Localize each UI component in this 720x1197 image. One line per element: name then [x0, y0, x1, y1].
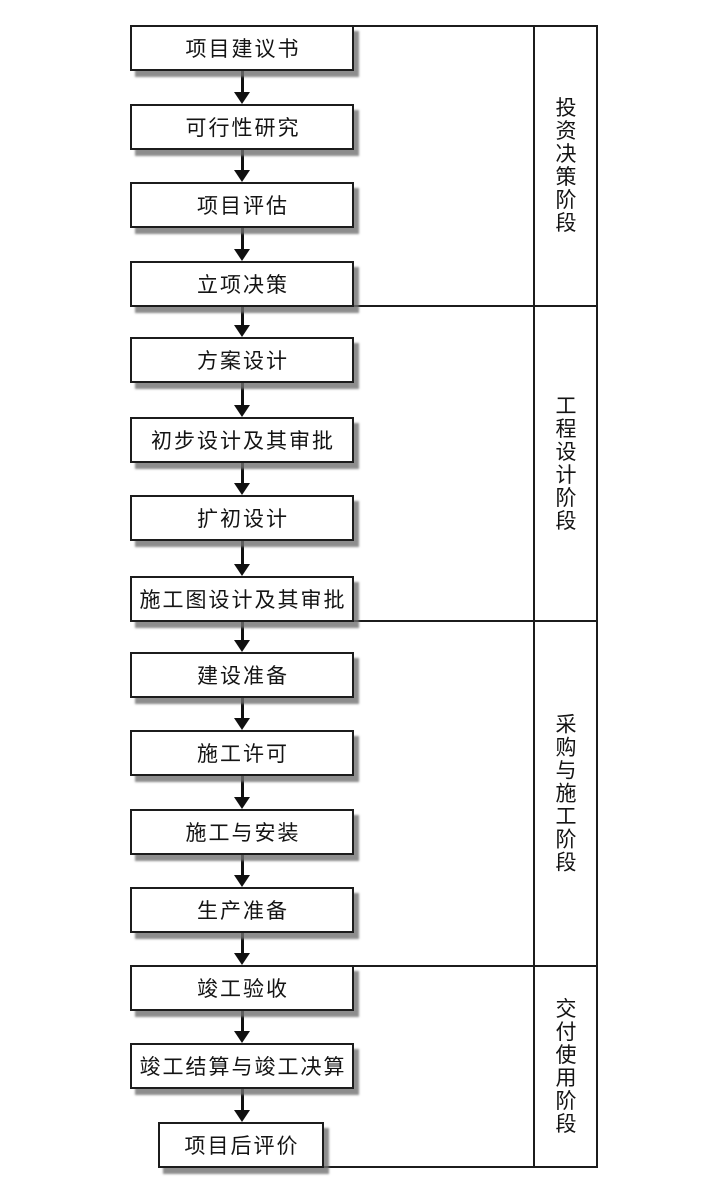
flow-step-label: 建设准备: [197, 664, 289, 688]
flow-step-preliminary-design-approval: 初步设计及其审批: [130, 417, 354, 463]
arrow-down-icon: [227, 541, 259, 576]
flow-step-production-preparation: 生产准备: [130, 887, 354, 933]
arrow-down-icon: [227, 71, 259, 104]
flow-step-label: 项目评估: [197, 194, 289, 218]
arrow-head: [234, 92, 250, 104]
phase-column-bottom-border: [322, 1166, 598, 1168]
phase-divider-investment-design: [354, 305, 598, 307]
phase-label-investment-decision: 投资决策阶段: [555, 96, 577, 235]
flow-step-label: 立项决策: [197, 273, 289, 297]
flow-step-label: 扩初设计: [197, 507, 289, 531]
arrow-head: [234, 325, 250, 337]
phase-label-engineering-design: 工程设计阶段: [555, 394, 577, 533]
arrow-head: [234, 405, 250, 417]
arrow-head: [234, 797, 250, 809]
arrow-head: [234, 875, 250, 887]
arrow-shaft: [241, 71, 244, 93]
arrow-down-icon: [227, 228, 259, 261]
phase-label-handover-use: 交付使用阶段: [555, 997, 577, 1136]
arrow-head: [234, 483, 250, 495]
flow-step-label: 可行性研究: [185, 116, 301, 140]
arrow-down-icon: [227, 150, 259, 182]
flow-step-project-evaluation: 项目评估: [130, 182, 354, 228]
flow-step-feasibility-study: 可行性研究: [130, 104, 354, 150]
flow-step-construction-permit: 施工许可: [130, 730, 354, 776]
arrow-shaft: [241, 698, 244, 719]
arrow-shaft: [241, 383, 244, 406]
arrow-head: [234, 1031, 250, 1043]
arrow-down-icon: [227, 622, 259, 652]
arrow-head: [234, 718, 250, 730]
phase-divider-procurement-handover: [354, 965, 598, 967]
phase-column-right-border: [596, 25, 598, 1168]
flow-step-extended-preliminary-design: 扩初设计: [130, 495, 354, 541]
flow-step-label: 施工许可: [197, 742, 289, 766]
phase-label-procurement-construction: 采购与施工阶段: [555, 712, 577, 875]
flow-step-label: 施工图设计及其审批: [139, 588, 347, 612]
arrow-shaft: [241, 1089, 244, 1111]
arrow-shaft: [241, 307, 244, 326]
arrow-shaft: [241, 150, 244, 171]
flow-step-label: 方案设计: [197, 349, 289, 373]
flow-step-label: 竣工结算与竣工决算: [139, 1055, 347, 1079]
arrow-down-icon: [227, 307, 259, 337]
arrow-shaft: [241, 933, 244, 954]
arrow-shaft: [241, 463, 244, 484]
phase-column-left-border: [533, 25, 535, 1168]
arrow-shaft: [241, 541, 244, 565]
arrow-down-icon: [227, 1011, 259, 1043]
flow-step-schematic-design: 方案设计: [130, 337, 354, 383]
flow-step-project-proposal: 项目建议书: [130, 25, 354, 71]
arrow-head: [234, 564, 250, 576]
arrow-shaft: [241, 1011, 244, 1032]
flow-step-completion-settlement: 竣工结算与竣工决算: [130, 1043, 354, 1089]
flow-step-label: 施工与安装: [185, 821, 301, 845]
arrow-head: [234, 640, 250, 652]
phase-column-top-border: [354, 25, 598, 27]
phase-divider-design-procurement: [354, 620, 598, 622]
arrow-down-icon: [227, 776, 259, 809]
flow-step-post-project-evaluation: 项目后评价: [158, 1122, 324, 1168]
arrow-head: [234, 1110, 250, 1122]
flow-step-label: 初步设计及其审批: [151, 429, 335, 453]
arrow-shaft: [241, 776, 244, 798]
flow-step-approval-decision: 立项决策: [130, 261, 354, 307]
arrow-shaft: [241, 228, 244, 250]
arrow-down-icon: [227, 698, 259, 730]
arrow-down-icon: [227, 933, 259, 965]
arrow-down-icon: [227, 463, 259, 495]
flow-step-label: 项目后评价: [184, 1134, 300, 1158]
arrow-head: [234, 249, 250, 261]
arrow-down-icon: [227, 383, 259, 417]
flow-step-construction-drawing-approval: 施工图设计及其审批: [130, 576, 354, 622]
arrow-head: [234, 953, 250, 965]
flow-step-construction-preparation: 建设准备: [130, 652, 354, 698]
flow-step-construction-installation: 施工与安装: [130, 809, 354, 855]
arrow-down-icon: [227, 1089, 259, 1122]
flow-step-label: 竣工验收: [197, 977, 289, 1001]
flow-step-completion-acceptance: 竣工验收: [130, 965, 354, 1011]
flow-step-label: 项目建议书: [185, 37, 301, 61]
arrow-shaft: [241, 855, 244, 876]
flow-step-label: 生产准备: [197, 899, 289, 923]
arrow-shaft: [241, 622, 244, 641]
arrow-head: [234, 170, 250, 182]
arrow-down-icon: [227, 855, 259, 887]
